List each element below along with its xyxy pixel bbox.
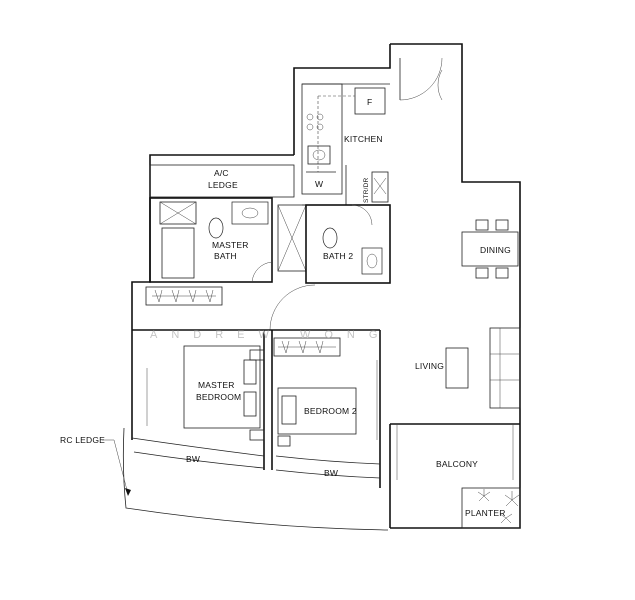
living-furniture bbox=[445, 327, 521, 409]
label-ac-ledge-1: A/C bbox=[214, 168, 229, 178]
label-washer: W bbox=[315, 179, 323, 189]
planter-plants bbox=[477, 489, 520, 524]
balcony bbox=[390, 423, 521, 529]
label-ac-ledge-2: LEDGE bbox=[208, 180, 238, 190]
watermark: ANDREW WONG bbox=[150, 329, 391, 341]
entrance-door bbox=[399, 57, 443, 101]
dining-set bbox=[461, 219, 519, 279]
bedroom2-wardrobe bbox=[273, 337, 341, 357]
label-master-bedroom-2: BEDROOM bbox=[196, 392, 241, 402]
label-master-bath-1: MASTER bbox=[212, 240, 249, 250]
label-planter: PLANTER bbox=[465, 508, 506, 518]
label-living: LIVING bbox=[415, 361, 444, 371]
label-bw-right: BW bbox=[324, 468, 338, 478]
master-bed bbox=[183, 345, 265, 441]
bay-windows bbox=[131, 360, 381, 479]
bath-2 bbox=[305, 204, 391, 284]
corridor-door bbox=[269, 284, 316, 331]
label-master-bedroom-1: MASTER bbox=[198, 380, 235, 390]
master-bath bbox=[149, 197, 273, 283]
rc-ledge bbox=[102, 427, 389, 531]
label-balcony: BALCONY bbox=[436, 459, 478, 469]
label-bath-2: BATH 2 bbox=[323, 251, 353, 261]
label-master-bath-2: BATH bbox=[214, 251, 237, 261]
label-fridge: F bbox=[367, 97, 372, 107]
label-bedroom-2: BEDROOM 2 bbox=[304, 406, 357, 416]
label-str-dr: STR/DR bbox=[363, 178, 370, 203]
bedroom2-bed bbox=[277, 387, 357, 447]
label-dining: DINING bbox=[480, 245, 511, 255]
master-wardrobe bbox=[145, 286, 223, 306]
shower bbox=[277, 204, 307, 272]
ac-ledge bbox=[149, 164, 295, 198]
label-kitchen: KITCHEN bbox=[344, 134, 383, 144]
label-rc-ledge: RC LEDGE bbox=[60, 435, 105, 445]
label-bw-left: BW bbox=[186, 454, 200, 464]
